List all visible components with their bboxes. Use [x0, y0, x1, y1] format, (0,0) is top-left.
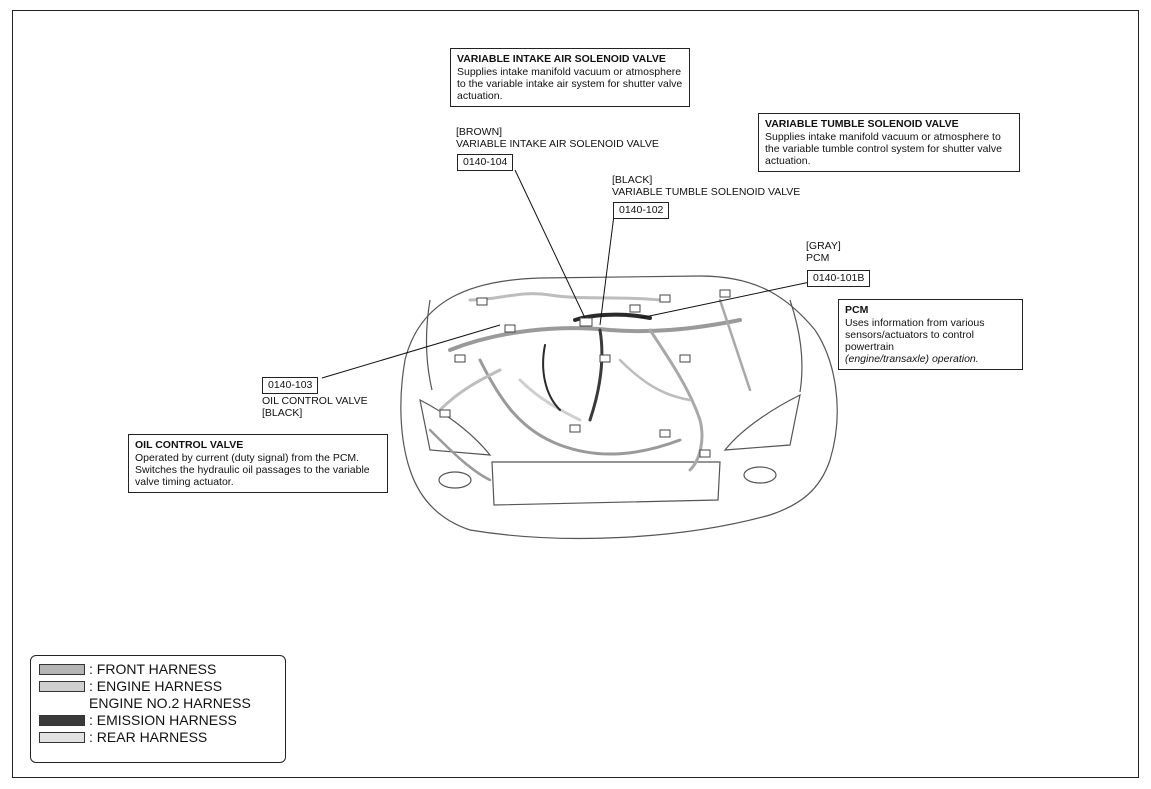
leader-pcm: [639, 281, 811, 319]
callout-title: VARIABLE INTAKE AIR SOLENOID VALVE: [457, 53, 666, 65]
callout-description-italic: (engine/transaxle) operation.: [845, 353, 979, 365]
callout-pcm: PCM Uses information from various sensor…: [838, 299, 1023, 370]
legend-label: ENGINE NO.2 HARNESS: [89, 695, 251, 711]
callout-title: PCM: [845, 304, 869, 316]
callout-title: VARIABLE TUMBLE SOLENOID VALVE: [765, 118, 959, 130]
callout-description: Supplies intake manifold vacuum or atmos…: [457, 66, 683, 102]
harness-connectors: [439, 289, 731, 458]
legend-swatch: [39, 715, 85, 726]
connector-viasv-color: [BROWN]: [456, 126, 503, 138]
callout-variable-intake-air-solenoid-valve: VARIABLE INTAKE AIR SOLENOID VALVE Suppl…: [450, 48, 690, 107]
legend-label: : EMISSION HARNESS: [89, 712, 237, 728]
callout-description: Supplies intake manifold vacuum or atmos…: [765, 131, 1002, 167]
callout-variable-tumble-solenoid-valve: VARIABLE TUMBLE SOLENOID VALVE Supplies …: [758, 113, 1020, 172]
connector-vtsv-name: VARIABLE TUMBLE SOLENOID VALVE: [612, 186, 801, 198]
callout-description: Uses information from various sensors/ac…: [845, 317, 985, 353]
legend-label: : REAR HARNESS: [89, 729, 208, 745]
legend-swatch: [39, 681, 85, 692]
legend-item-front-harness: : FRONT HARNESS: [39, 661, 277, 678]
vehicle-outline: [400, 275, 838, 540]
legend-label: : FRONT HARNESS: [89, 661, 217, 677]
leader-ocv: [321, 324, 501, 379]
legend-label: : ENGINE HARNESS: [89, 678, 223, 694]
callout-oil-control-valve: OIL CONTROL VALVE Operated by current (d…: [128, 434, 388, 493]
connector-vtsv-code: 0140-102: [613, 202, 670, 219]
legend-item-emission-harness: : EMISSION HARNESS: [39, 712, 277, 729]
callout-title: OIL CONTROL VALVE: [135, 439, 244, 451]
leader-lines: [321, 169, 811, 379]
legend-item-engine-harness: : ENGINE HARNESS: [39, 678, 277, 695]
connector-viasv-code: 0140-104: [457, 154, 514, 171]
connector-pcm-name: PCM: [806, 252, 830, 264]
legend-swatch: [39, 732, 85, 743]
harness-legend: : FRONT HARNESS : ENGINE HARNESS ENGINE …: [30, 655, 286, 763]
connector-ocv-code: 0140-103: [262, 377, 319, 394]
legend-item-engine-no2-harness: ENGINE NO.2 HARNESS: [39, 695, 277, 712]
connector-pcm-color: [GRAY]: [806, 240, 841, 252]
diagram-frame: [12, 10, 1139, 778]
connector-pcm-code: 0140-101B: [807, 270, 871, 287]
connector-vtsv-color: [BLACK]: [612, 174, 653, 186]
connector-ocv-color: [BLACK]: [262, 407, 303, 419]
callout-description: Operated by current (duty signal) from t…: [135, 452, 370, 488]
legend-swatch: [39, 664, 85, 675]
leader-vtsv: [599, 214, 615, 326]
connector-ocv-name: OIL CONTROL VALVE: [262, 395, 368, 407]
leader-viasv: [514, 169, 586, 319]
connector-viasv-name: VARIABLE INTAKE AIR SOLENOID VALVE: [456, 138, 659, 150]
legend-item-rear-harness: : REAR HARNESS: [39, 729, 277, 746]
